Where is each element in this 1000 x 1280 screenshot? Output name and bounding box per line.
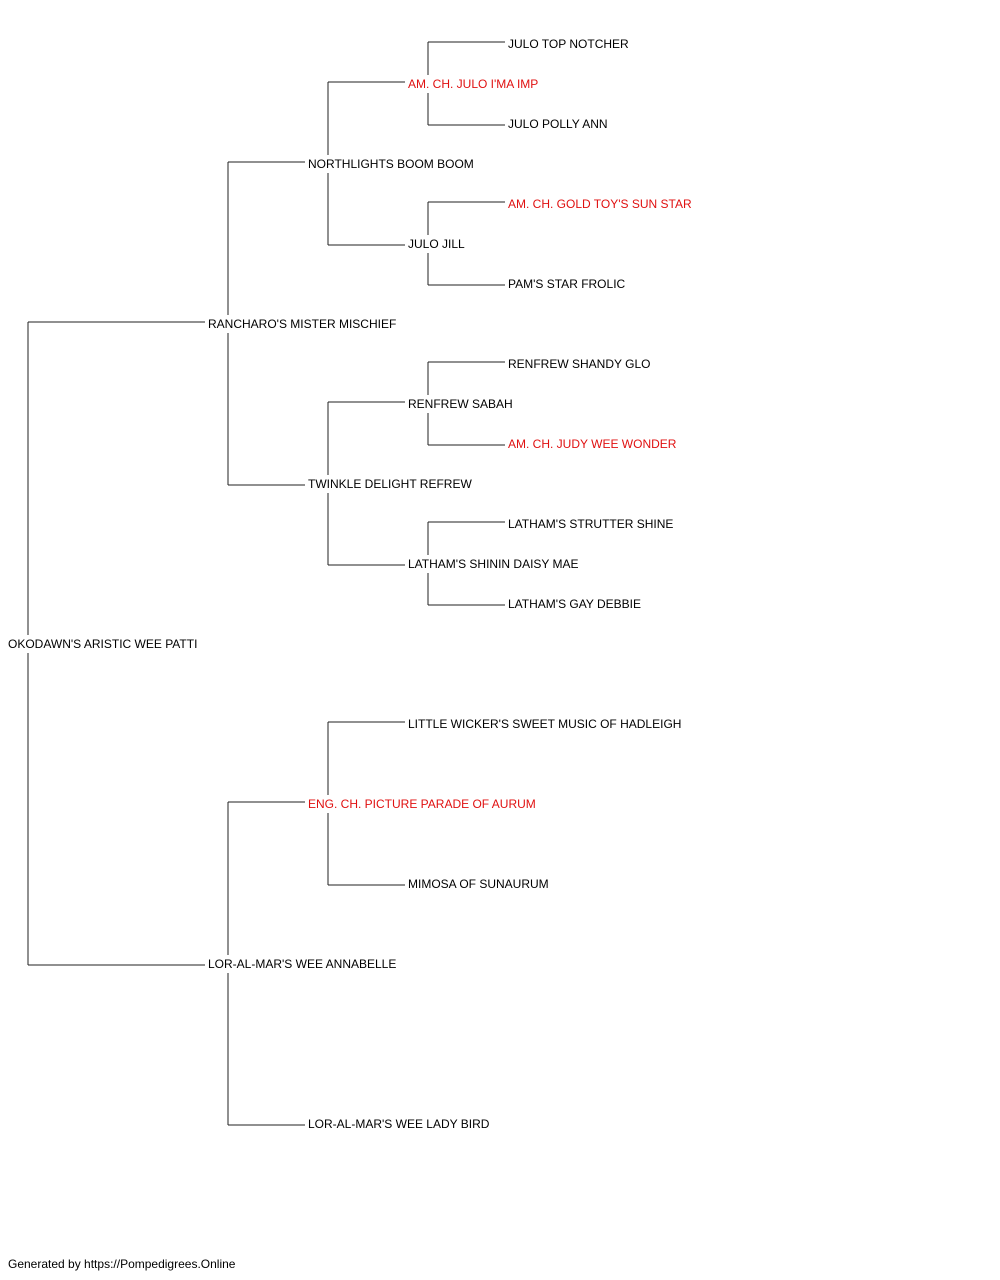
paternal-granddam-name: TWINKLE DELIGHT REFREW (306, 475, 472, 493)
great-great-grandparent-name: JULO TOP NOTCHER (506, 35, 629, 53)
great-great-grandparent-name: LATHAM'S GAY DEBBIE (506, 595, 641, 613)
great-grandparent-name: RENFREW SABAH (406, 395, 513, 413)
great-great-grandparent-name: AM. CH. GOLD TOY'S SUN STAR (506, 195, 692, 213)
generated-by-footer: Generated by https://Pompedigrees.Online (8, 1257, 236, 1271)
paternal-grandsire-name: NORTHLIGHTS BOOM BOOM (306, 155, 474, 173)
great-great-grandparent-name: RENFREW SHANDY GLO (506, 355, 651, 373)
maternal-granddam-name: LOR-AL-MAR'S WEE LADY BIRD (306, 1115, 490, 1133)
great-great-grandparent-name: PAM'S STAR FROLIC (506, 275, 626, 293)
maternal-grandsire-name: ENG. CH. PICTURE PARADE OF AURUM (306, 795, 536, 813)
great-grandparent-name: JULO JILL (406, 235, 465, 253)
great-great-grandparent-name: LATHAM'S STRUTTER SHINE (506, 515, 674, 533)
great-grandparent-name: AM. CH. JULO I'MA IMP (406, 75, 539, 93)
great-grandparent-name: MIMOSA OF SUNAURUM (406, 875, 549, 893)
subject-dog-name: OKODAWN'S ARISTIC WEE PATTI (6, 635, 198, 653)
great-grandparent-name: LITTLE WICKER'S SWEET MUSIC OF HADLEIGH (406, 715, 682, 733)
great-great-grandparent-name: JULO POLLY ANN (506, 115, 608, 133)
great-grandparent-name: LATHAM'S SHININ DAISY MAE (406, 555, 579, 573)
sire-name: RANCHARO'S MISTER MISCHIEF (206, 315, 397, 333)
great-great-grandparent-name: AM. CH. JUDY WEE WONDER (506, 435, 677, 453)
dam-name: LOR-AL-MAR'S WEE ANNABELLE (206, 955, 397, 973)
